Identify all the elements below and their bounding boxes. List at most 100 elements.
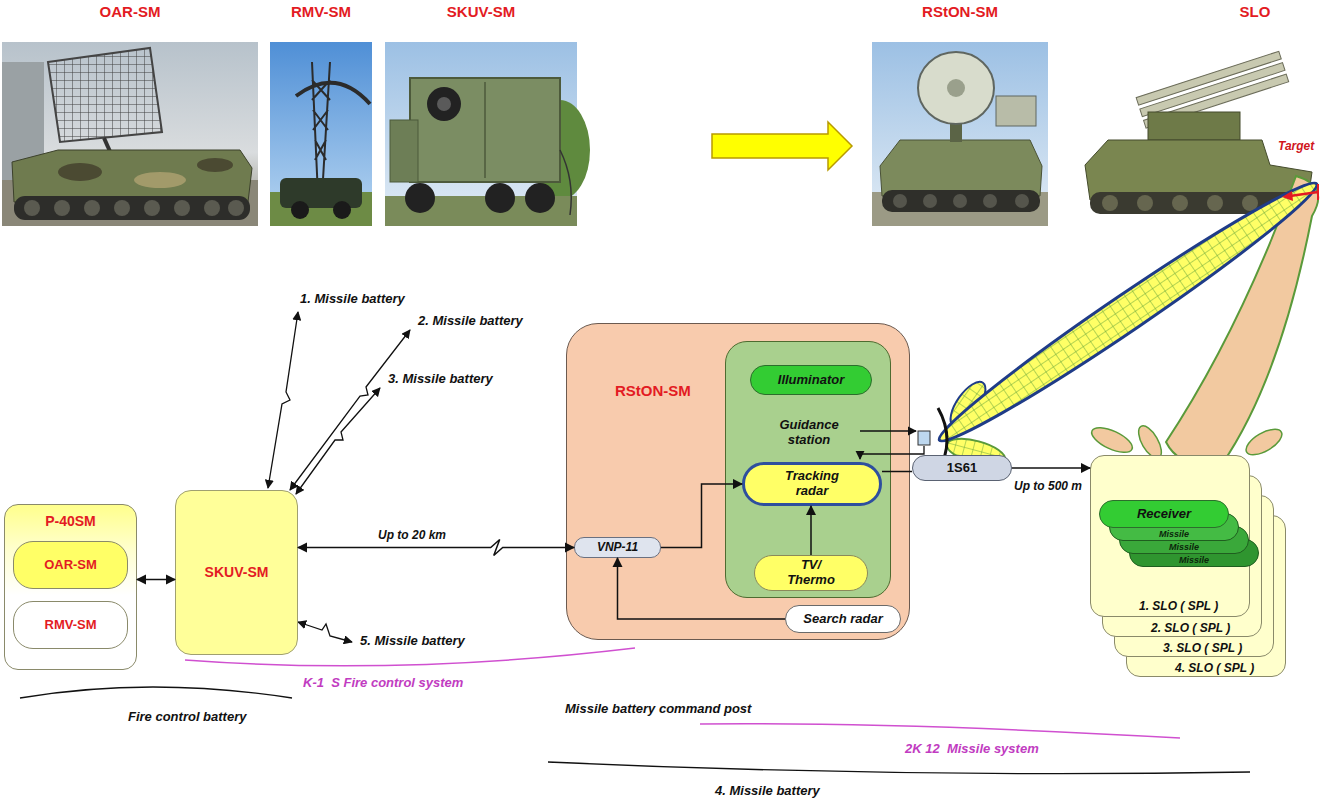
- text-slot: 4. SLO ( SPL ): [1175, 662, 1254, 676]
- station-box: RMV-SM: [13, 601, 128, 649]
- label-slot: Target: [1276, 140, 1316, 154]
- rmv-sm-photo-part: [333, 201, 351, 219]
- slo-photo: [1075, 45, 1325, 220]
- label-slot: 3. Missile battery: [388, 372, 493, 387]
- oar-sm-photo-part: [84, 200, 100, 216]
- radar-beams-part: [1317, 184, 1319, 200]
- edge-group: [137, 468, 1090, 619]
- battery-links-part: [296, 388, 380, 494]
- label-slot: OAR-SM: [100, 3, 161, 20]
- direction-arrow: [712, 122, 852, 170]
- oar-sm-photo: [2, 42, 258, 226]
- rston-sm-photo: [872, 42, 1048, 226]
- rston-sm-photo-part: [893, 194, 907, 208]
- group-label: Fire control battery: [128, 710, 246, 725]
- rmv-sm-photo-part: [280, 178, 362, 208]
- connector: [882, 471, 912, 473]
- photo-caption: RMV-SM: [291, 3, 351, 20]
- node-text: Guidance station: [764, 418, 854, 448]
- label-slot: 5. Missile battery: [360, 634, 465, 649]
- battery-label: 3. Missile battery: [388, 372, 493, 387]
- slo-photo-part: [1075, 45, 1325, 220]
- rmv-sm-photo-part: [296, 83, 370, 104]
- direction-arrow-part: [712, 122, 852, 170]
- edge-label-slot: Up to 20 km: [378, 529, 446, 543]
- oar-sm-photo-part: [134, 172, 186, 188]
- illuminator-box: Illuminator: [750, 365, 872, 395]
- group-brackets: [20, 648, 1250, 774]
- slo-photo-part: [1207, 195, 1223, 211]
- station-group-box: P-40SMOAR-SMRMV-SM: [4, 504, 137, 670]
- node-text: 1. SLO ( SPL ): [1139, 600, 1218, 614]
- node-text: Receiver: [1137, 507, 1191, 522]
- rmv-sm-photo-part: [291, 201, 309, 219]
- rston-sm-photo-part: [872, 42, 1048, 226]
- oar-sm-photo-part: [14, 196, 250, 220]
- station-box: OAR-SM: [13, 541, 128, 589]
- node-text: SKUV-SM: [205, 564, 269, 580]
- radar-beams-part: [929, 169, 1326, 455]
- edge-label: Up to 20 km: [378, 529, 446, 543]
- node-text: Tracking radar: [772, 469, 852, 499]
- battery-links-part: [290, 330, 410, 490]
- skuv-sm-photo-part: [427, 87, 461, 121]
- photo-caption: SLO: [1240, 3, 1271, 20]
- oar-sm-photo-part: [12, 150, 252, 202]
- rston-sm-photo-part: [947, 79, 965, 97]
- battery-label: 2. Missile battery: [418, 314, 523, 329]
- text-slot: 3. SLO ( SPL ): [1163, 642, 1242, 656]
- radar-beams: [929, 169, 1326, 470]
- rmv-sm-photo: [270, 42, 372, 226]
- target-label: Target: [1276, 140, 1316, 154]
- node-text: VNP-11: [597, 541, 638, 555]
- node-text: RStON-SM: [615, 382, 691, 399]
- group-brackets-part: [548, 762, 1250, 774]
- rston-sm-photo-part: [880, 140, 1042, 196]
- label-slot: 2K 12 Missile system: [905, 742, 1039, 757]
- label-slot: K-1 S Fire control system: [303, 676, 463, 691]
- connector: [661, 484, 742, 548]
- search-radar-box: Search radar: [785, 605, 901, 633]
- rston-sm-photo-part: [1015, 194, 1029, 208]
- skuv-sm-photo-part: [385, 42, 577, 226]
- command-post-box: RStON-SM Guidance station IlluminatorTrack…: [566, 323, 910, 640]
- node-text: RMV-SM: [45, 618, 97, 633]
- rston-sm-photo-part: [996, 96, 1036, 126]
- connector: [1012, 467, 1090, 469]
- label-slot: Missile battery command post: [565, 702, 751, 717]
- oar-sm-photo-part: [204, 200, 220, 216]
- oar-sm-photo-part: [197, 158, 233, 172]
- group-label: Missile battery command post: [565, 702, 751, 717]
- rmv-sm-photo-part: [270, 42, 372, 226]
- photo-caption: OAR-SM: [100, 3, 161, 20]
- oar-sm-photo-part: [54, 200, 70, 216]
- guidance-station-box: Guidance station IlluminatorTracking rada…: [725, 341, 891, 598]
- connector: [810, 506, 812, 555]
- battery-links-part: [268, 312, 298, 488]
- battery-links-part: [298, 622, 352, 642]
- radar-beams-part: [1282, 191, 1293, 201]
- skuv-sm-photo-part: [405, 183, 435, 213]
- launcher-card: MissileMissileMissile1. SLO ( SPL )Recei…: [1090, 455, 1250, 617]
- oar-sm-photo-part: [144, 200, 160, 216]
- label-slot: 4. Missile battery: [715, 784, 820, 799]
- edge-label: Up to 500 m: [1014, 480, 1082, 494]
- label-slot: SKUV-SM: [447, 3, 515, 20]
- edge-label-slot: Up to 500 m: [1014, 480, 1082, 494]
- group-brackets-part: [20, 687, 292, 698]
- label-slot: RMV-SM: [291, 3, 351, 20]
- label-slot: 2. Missile battery: [418, 314, 523, 329]
- missile-label: Missile: [1130, 555, 1258, 565]
- label-slot: SLO: [1240, 3, 1271, 20]
- missile-label: Missile: [1110, 529, 1238, 539]
- skuv-sm-photo: [385, 42, 590, 226]
- guidance-wires-part: [860, 446, 924, 459]
- oar-sm-photo-part: [174, 200, 190, 216]
- slo-photo-part: [1137, 195, 1153, 211]
- interface-box: VNP-11: [574, 537, 661, 558]
- photo-caption: SKUV-SM: [447, 3, 515, 20]
- missile-label: Missile: [1120, 542, 1248, 552]
- label-slot: 1. Missile battery: [300, 292, 405, 307]
- skuv-sm-photo-part: [484, 82, 486, 178]
- node-text: 4. SLO ( SPL ): [1175, 662, 1254, 676]
